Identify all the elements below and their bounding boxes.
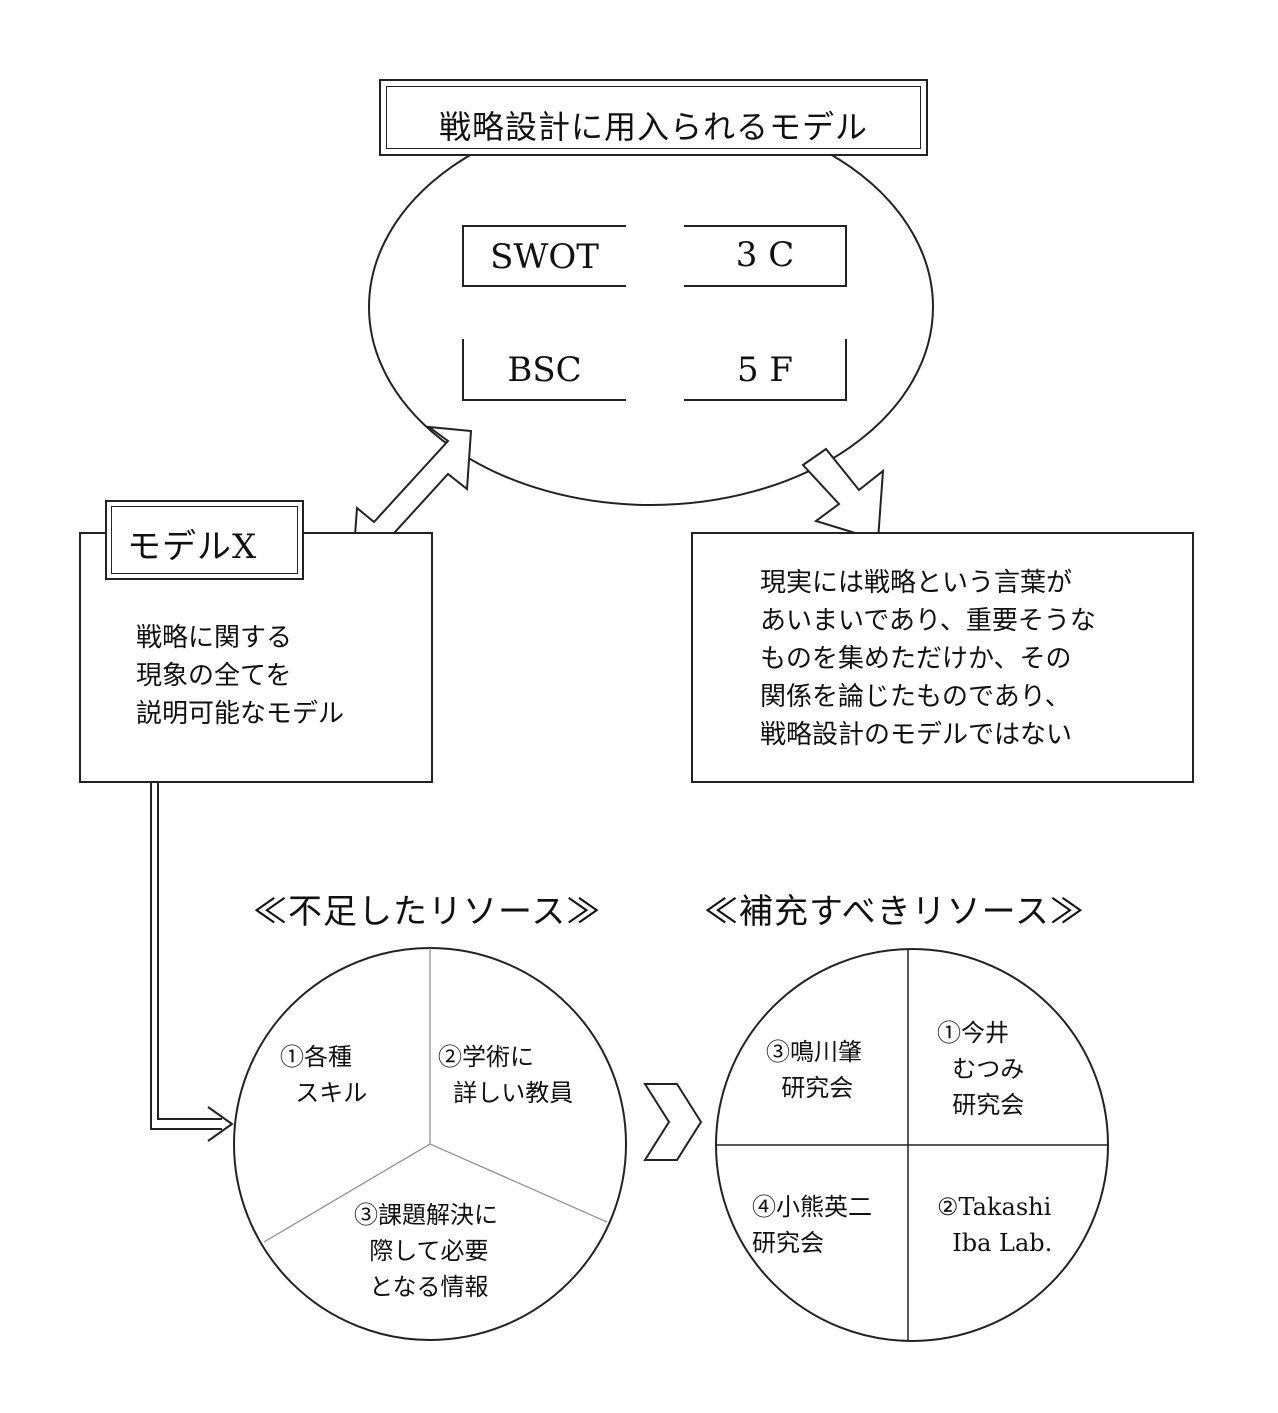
model-3c: 3 C <box>735 235 795 275</box>
reality-line: 関係を論じたものであり、 <box>760 682 1071 712</box>
model-box-bsc-frame <box>462 339 626 401</box>
lacking-segment-3: ③課題解決に 際して必要 となる情報 <box>354 1201 498 1301</box>
model-x-line: 現象の全てを <box>136 661 292 691</box>
supplement-segment-2: ②Takashi Iba Lab. <box>937 1193 1053 1257</box>
model-x-line: 戦略に関する <box>136 623 293 653</box>
double-line-connector <box>150 782 234 1142</box>
model-x-label: モデルX <box>127 527 258 567</box>
reality-description: 現実には戦略という言葉が あいまいであり、重要そうな ものを集めただけか、その … <box>760 564 1096 754</box>
supplement-segment-1: ①今井 むつみ 研究会 <box>937 1019 1025 1119</box>
lacking-segment-1: ①各種 スキル <box>280 1043 368 1107</box>
lacking-dividers <box>263 948 608 1243</box>
lacking-segment-2: ②学術に 詳しい教員 <box>438 1043 574 1107</box>
model-bsc: BSC <box>507 350 582 390</box>
model-box-swot-frame <box>462 225 626 287</box>
supplement-dividers <box>716 949 1108 1341</box>
chevron-arrow <box>643 1083 703 1161</box>
model-x-line: 説明可能なモデル <box>136 699 345 729</box>
down-right-arrow <box>801 447 885 542</box>
title-inner-frame <box>386 86 921 149</box>
diagram-title: 戦略設計に用入られるモデル <box>438 108 868 146</box>
reality-line: 現実には戦略という言葉が <box>760 568 1073 598</box>
model-box-3c-frame <box>684 225 847 287</box>
model-swot: SWOT <box>490 237 599 277</box>
model-x-description: 戦略に関する 現象の全てを 説明可能なモデル <box>136 619 344 733</box>
title-box: 戦略設計に用入られるモデル <box>379 79 928 156</box>
model-box-5f-frame <box>684 339 847 401</box>
reality-box <box>691 532 1194 783</box>
model-x-tab: モデルX <box>105 500 304 580</box>
reality-line: 戦略設計のモデルではない <box>760 720 1073 750</box>
lacking-heading: ≪不足したリソース≫ <box>253 892 602 932</box>
model-5f: 5 F <box>736 350 794 390</box>
supplement-segment-4: ④小熊英二 研究会 <box>752 1193 872 1257</box>
reality-line: ものを集めただけか、その <box>760 644 1072 674</box>
reality-line: あいまいであり、重要そうな <box>760 606 1096 636</box>
supplement-heading: ≪補充すべきリソース≫ <box>704 892 1085 932</box>
supplement-segment-3: ③鳴川肇 研究会 <box>766 1038 862 1102</box>
